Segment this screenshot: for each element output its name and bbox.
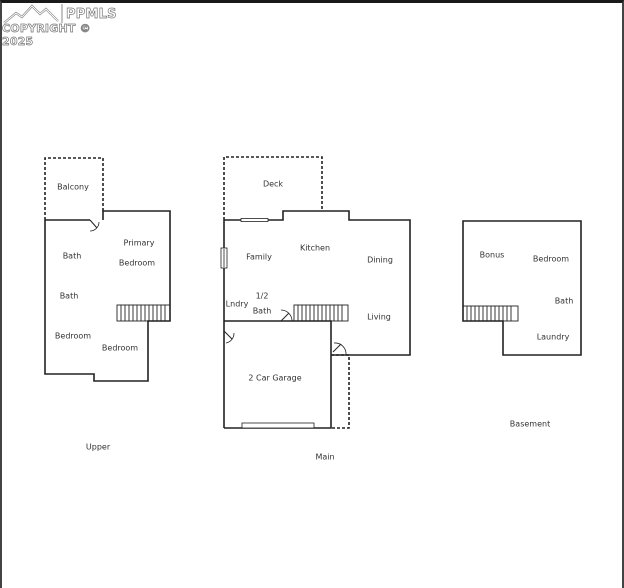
room-label-balcony: Balcony: [57, 182, 89, 192]
room-label-bonus: Bonus: [479, 250, 505, 260]
room-label-deck: Deck: [262, 179, 284, 189]
floor-label-basement: Basement: [509, 419, 551, 429]
upper-stairs: [116, 304, 171, 322]
room-label-basement-bedroom: Bedroom: [532, 254, 570, 264]
room-label-family: Family: [246, 252, 272, 262]
mountain-logo-icon: [3, 4, 63, 24]
floor-label-upper: Upper: [85, 442, 111, 452]
room-label-half-bath: Bath: [252, 306, 272, 316]
basement-stairs: [462, 305, 519, 322]
room-label-primary-bedroom: Bedroom: [118, 258, 156, 268]
floor-label-main: Main: [315, 452, 335, 462]
room-label-laundry: Lndry: [225, 299, 249, 309]
watermark-copyright: COPYRIGHT © 2025: [2, 22, 91, 49]
watermark-brand: PPMLS: [66, 7, 117, 23]
room-label-bedroom-2: Bedroom: [101, 343, 139, 353]
ppmls-watermark: PPMLS COPYRIGHT © 2025: [2, 3, 126, 48]
room-label-kitchen: Kitchen: [299, 243, 331, 253]
room-label-garage: 2 Car Garage: [248, 373, 302, 383]
room-label-basement-laundry: Laundry: [536, 332, 570, 342]
room-label-living: Living: [367, 312, 391, 322]
room-label-primary: Primary: [123, 238, 155, 248]
upper-floor-outline: [44, 157, 171, 382]
room-label-dining: Dining: [367, 255, 393, 265]
room-label-half: 1/2: [255, 291, 269, 301]
room-label-bedroom-1: Bedroom: [54, 331, 92, 341]
room-label-bath-1: Bath: [62, 251, 82, 261]
main-floor-outline: [220, 156, 411, 429]
main-stairs: [293, 304, 349, 322]
room-label-bath-2: Bath: [59, 291, 79, 301]
room-label-basement-bath: Bath: [554, 296, 574, 306]
